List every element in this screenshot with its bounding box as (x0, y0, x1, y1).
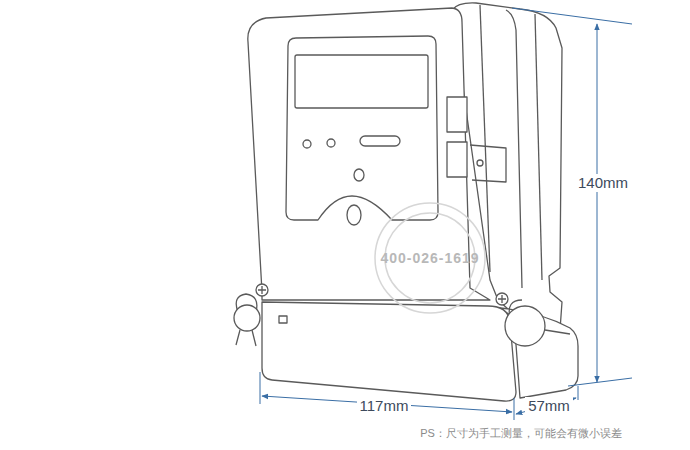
indicator-led (303, 140, 311, 148)
seal-mark (279, 316, 287, 323)
measurement-note: PS：尺寸为手工测量，可能会有微小误差 (420, 427, 622, 440)
extension-line (260, 372, 261, 404)
dimension-line (597, 24, 598, 382)
watermark-text: 400-026-1619 (380, 250, 479, 267)
extension-line (512, 8, 632, 24)
button (354, 169, 364, 181)
extension-line (514, 398, 515, 420)
screw-hole (477, 160, 483, 166)
front-cover (248, 8, 490, 300)
side-edge (506, 10, 522, 288)
extension-line (578, 386, 579, 400)
dimension-width: 117mm (357, 397, 412, 415)
indicator-led (327, 139, 335, 147)
screw (258, 286, 266, 294)
seal-wire (545, 330, 570, 334)
dimension-height: 140mm (575, 174, 631, 192)
screw (496, 293, 508, 305)
screw (498, 295, 506, 303)
side-window (447, 142, 467, 177)
dimension-lines (260, 8, 632, 420)
extension-line (568, 378, 632, 386)
side-edge (535, 14, 542, 280)
display-panel (286, 36, 438, 220)
lcd-window (295, 55, 428, 108)
dimension-line (516, 398, 576, 414)
button (347, 205, 361, 225)
lead-seal (505, 306, 545, 346)
watermark-ring (375, 203, 485, 313)
lead-seal (234, 305, 260, 331)
ir-port (360, 136, 400, 146)
meter-body (234, 3, 578, 401)
dimension-depth: 57mm (525, 397, 573, 415)
terminal-cover (262, 302, 516, 401)
side-window (447, 97, 467, 132)
watermark-stamp (375, 203, 485, 313)
screw (256, 284, 268, 296)
bracket (470, 145, 506, 182)
seal-wire (236, 330, 256, 346)
side-edge (480, 5, 490, 272)
